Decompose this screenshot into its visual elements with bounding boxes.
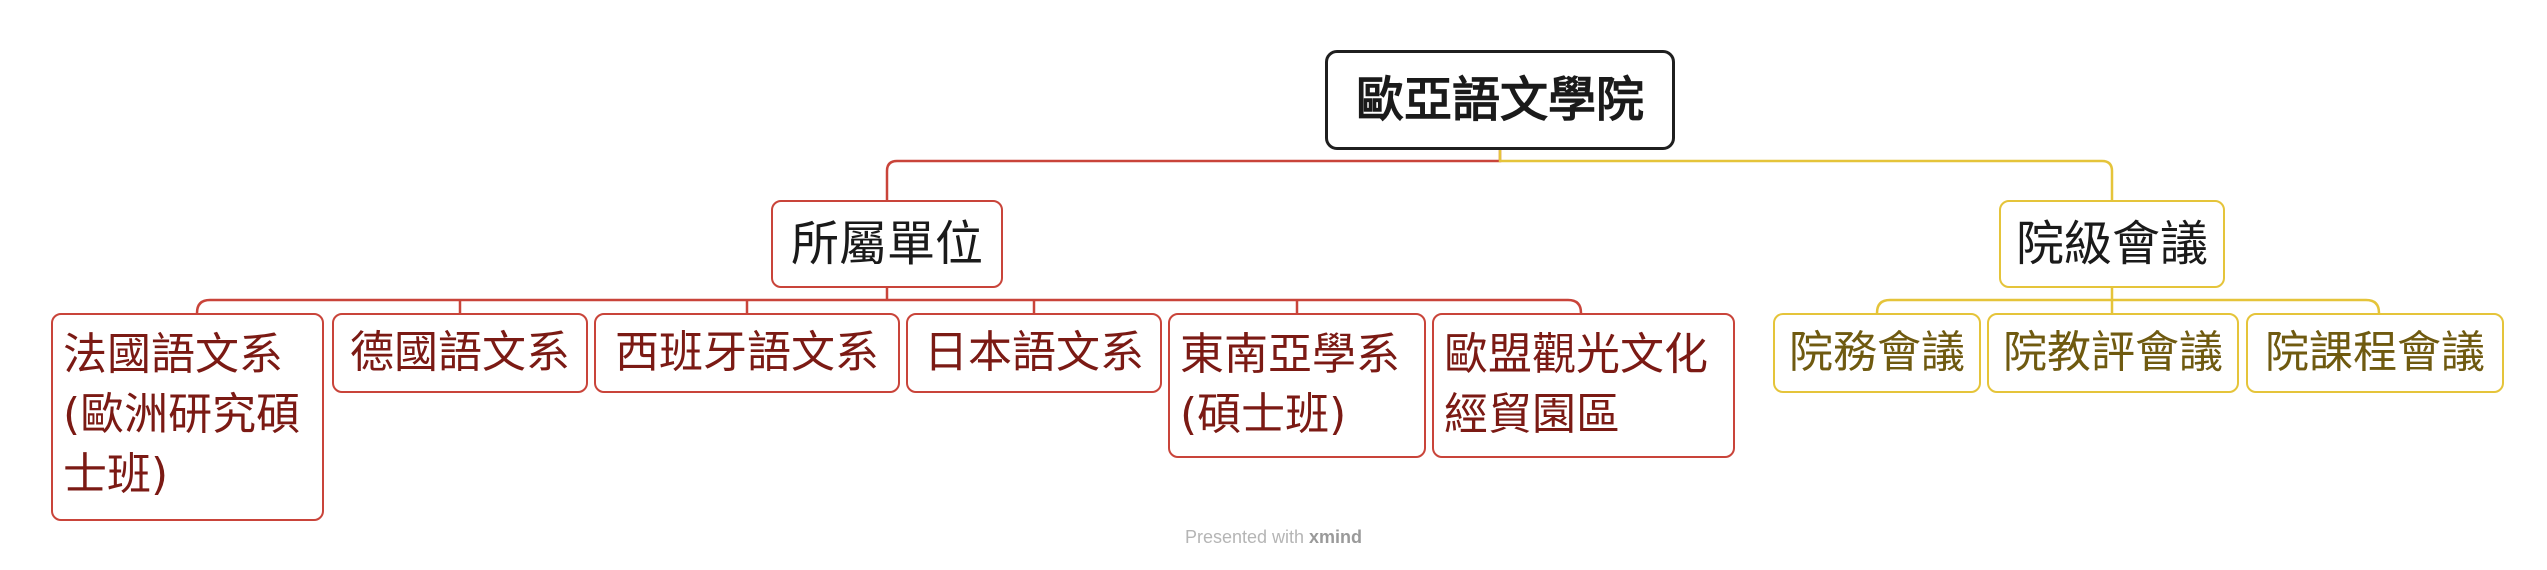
connector-root-to-units	[885, 150, 1502, 200]
branch-node-meetings[interactable]: 院級會議	[1999, 200, 2225, 288]
root-label: 歐亞語文學院	[1355, 72, 1644, 128]
leaf-node-southeast-asia[interactable]: 東南亞學系(碩士班)	[1168, 313, 1426, 458]
leaf-node-curriculum[interactable]: 院課程會議	[2246, 313, 2504, 393]
leaf-label: 歐盟觀光文化經貿園區	[1444, 329, 1708, 440]
footer-watermark: Presented with xmind	[0, 527, 2547, 548]
branch-node-units[interactable]: 所屬單位	[771, 200, 1003, 288]
leaf-node-college-affairs[interactable]: 院務會議	[1773, 313, 1981, 393]
leaf-label: 院教評會議	[2003, 327, 2223, 378]
leaf-node-spanish[interactable]: 西班牙語文系	[594, 313, 900, 393]
leaf-label: 德國語文系	[350, 327, 570, 378]
leaf-node-german[interactable]: 德國語文系	[332, 313, 588, 393]
leaf-label: 法國語文系(歐洲研究碩士班)	[63, 329, 301, 500]
leaf-label: 院課程會議	[2265, 327, 2485, 378]
leaf-node-eu-park[interactable]: 歐盟觀光文化經貿園區	[1432, 313, 1735, 458]
branch-label: 所屬單位	[790, 216, 983, 272]
leaf-label: 日本語文系	[924, 327, 1144, 378]
connector-units-to-children	[195, 288, 1583, 314]
leaf-label: 西班牙語文系	[615, 327, 879, 378]
leaf-label: 院務會議	[1789, 327, 1965, 378]
footer-brand: xmind	[1309, 527, 1363, 547]
leaf-label: 東南亞學系(碩士班)	[1180, 329, 1400, 440]
leaf-node-french[interactable]: 法國語文系(歐洲研究碩士班)	[51, 313, 324, 521]
root-node[interactable]: 歐亞語文學院	[1325, 50, 1675, 150]
leaf-node-faculty-review[interactable]: 院教評會議	[1987, 313, 2239, 393]
connector-root-to-meetings	[1498, 150, 2114, 200]
footer-prefix: Presented with	[1184, 527, 1305, 547]
branch-label: 院級會議	[2015, 216, 2208, 272]
leaf-node-japanese[interactable]: 日本語文系	[906, 313, 1162, 393]
connector-meetings-to-children	[1875, 288, 2381, 314]
